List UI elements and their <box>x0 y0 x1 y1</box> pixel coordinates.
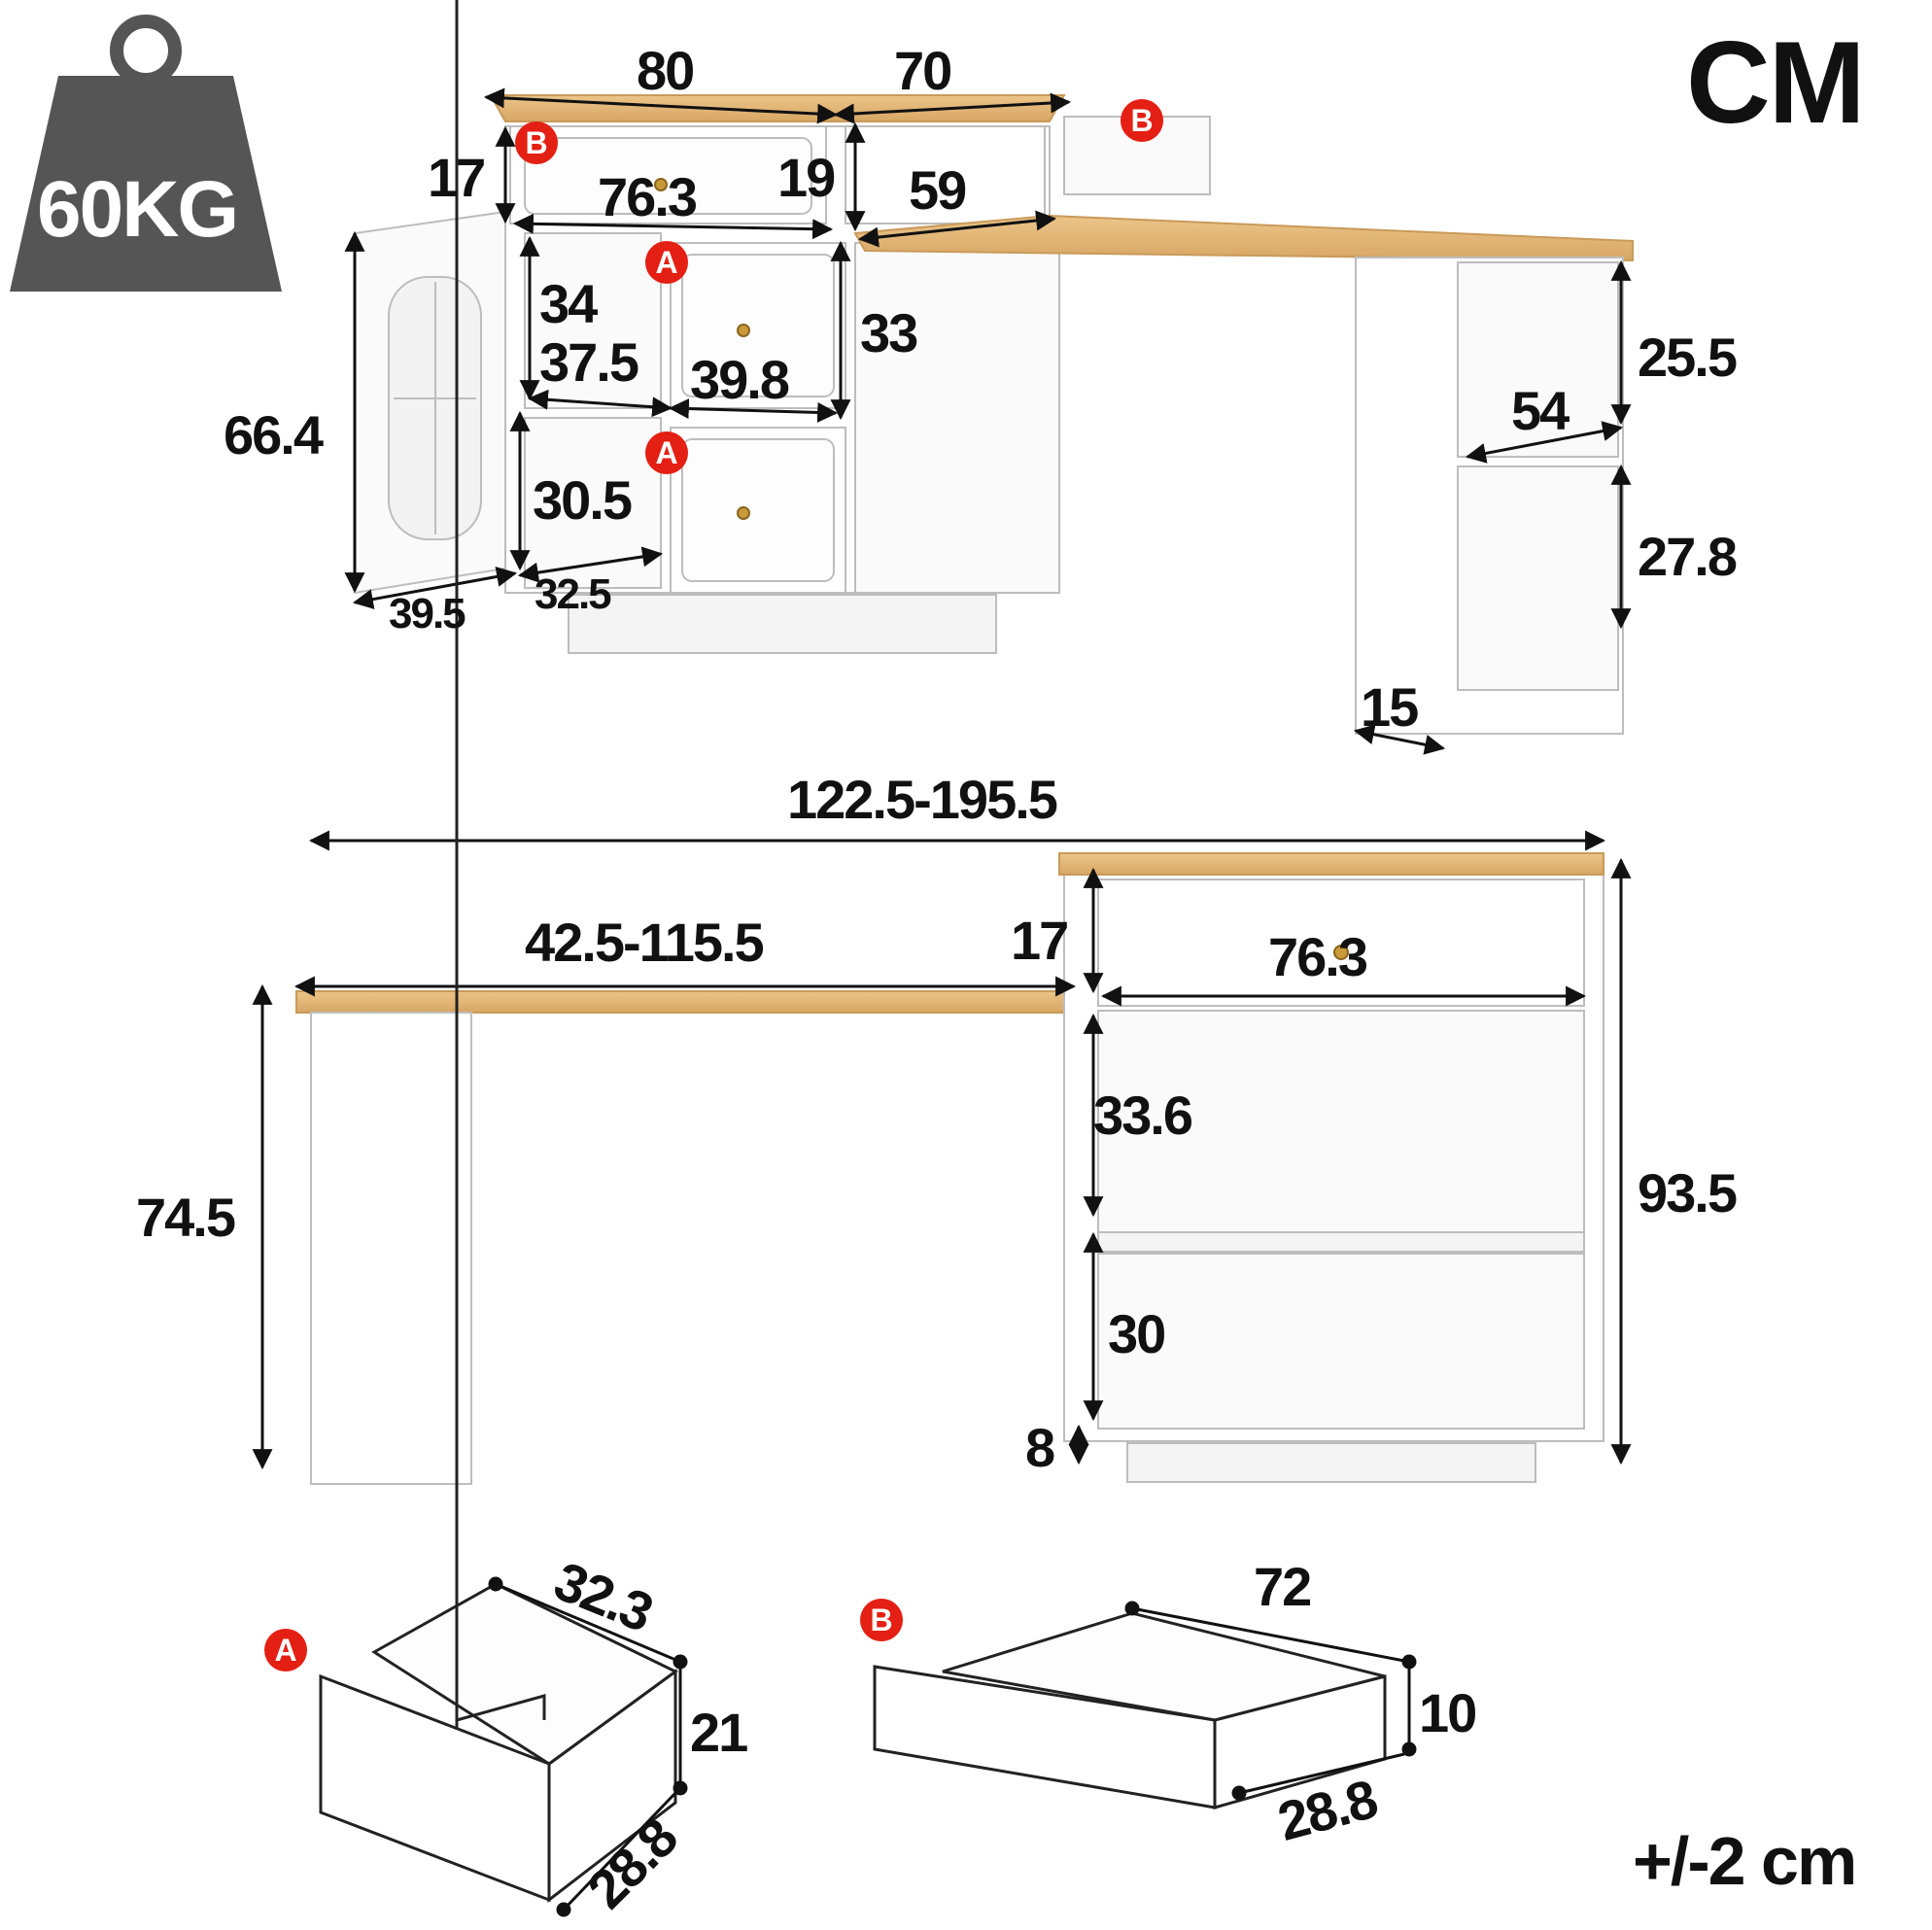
front-left-leg <box>310 1012 472 1485</box>
front-plinth <box>1126 1442 1536 1483</box>
isometric-desk <box>354 94 1634 735</box>
front-drawer <box>1097 879 1585 1007</box>
dim-total-width: 122.5-195.5 <box>787 769 1058 830</box>
dim-17-top: 17 <box>428 147 486 208</box>
front-shelf-upper <box>1097 1010 1585 1240</box>
dim-54: 54 <box>1511 380 1570 441</box>
front-shelf-lower <box>1097 1253 1585 1430</box>
cabinet-plinth <box>568 594 997 654</box>
dim-66-4: 66.4 <box>224 404 324 465</box>
badge-b-pulled: B <box>1121 99 1163 142</box>
dim-30: 30 <box>1108 1303 1166 1364</box>
tolerance-label: +/-2 cm <box>1633 1823 1857 1899</box>
dim-drawer-b-h: 10 <box>1419 1682 1477 1743</box>
dim-drawer-b-w: 72 <box>1254 1556 1312 1617</box>
dim-desk-width: 42.5-115.5 <box>525 912 765 973</box>
dim-drawer-a-h: 21 <box>690 1702 748 1763</box>
dim-17-front: 17 <box>1011 910 1069 971</box>
dim-76-3-top: 76.3 <box>598 166 698 227</box>
dim-15: 15 <box>1361 676 1419 738</box>
dim-33: 33 <box>860 302 918 363</box>
front-desktop <box>295 990 1075 1014</box>
dim-32-5: 32.5 <box>535 570 612 618</box>
dim-27-8: 27.8 <box>1638 526 1738 587</box>
dim-93-5: 93.5 <box>1638 1162 1738 1223</box>
top-view-dimension-lines <box>344 87 1632 755</box>
dim-39-8: 39.8 <box>690 349 790 410</box>
drawer-b-dimension-lines <box>1124 1601 1417 1801</box>
dim-8: 8 <box>1025 1417 1055 1478</box>
dim-33-6: 33.6 <box>1093 1085 1193 1146</box>
front-view-dimension-lines <box>252 830 1632 1470</box>
weight-icon <box>10 15 282 292</box>
units-label: CM <box>1686 17 1866 148</box>
dim-76-3-front: 76.3 <box>1268 926 1368 987</box>
badge-a-drawer: A <box>264 1629 307 1672</box>
open-compartment-upper <box>524 232 662 409</box>
dim-19: 19 <box>777 147 836 208</box>
badge-a-upper: A <box>645 241 688 284</box>
dim-25-5: 25.5 <box>1638 327 1738 388</box>
badge-b-top: B <box>515 121 558 164</box>
front-view-desk <box>295 852 1604 1485</box>
dim-70: 70 <box>894 40 952 101</box>
dim-39-5: 39.5 <box>389 590 466 638</box>
dim-30-5: 30.5 <box>533 469 633 531</box>
drawer-a-dimension-lines <box>488 1576 688 1917</box>
badge-b-drawer: B <box>860 1599 903 1641</box>
dim-34: 34 <box>539 273 598 334</box>
front-cabinet-top <box>1058 852 1604 876</box>
dim-37-5: 37.5 <box>539 331 639 393</box>
dim-74-5: 74.5 <box>136 1187 236 1248</box>
badge-a-lower: A <box>645 431 688 474</box>
shelf-leg-lower <box>1457 465 1619 691</box>
drawer-b-diagram <box>873 1611 1387 1809</box>
weight-label: 60KG <box>37 165 239 254</box>
dim-80: 80 <box>637 40 695 101</box>
drawer-a-diagram <box>319 0 678 1904</box>
dim-59: 59 <box>909 159 967 221</box>
cabinet-side <box>854 242 1060 594</box>
